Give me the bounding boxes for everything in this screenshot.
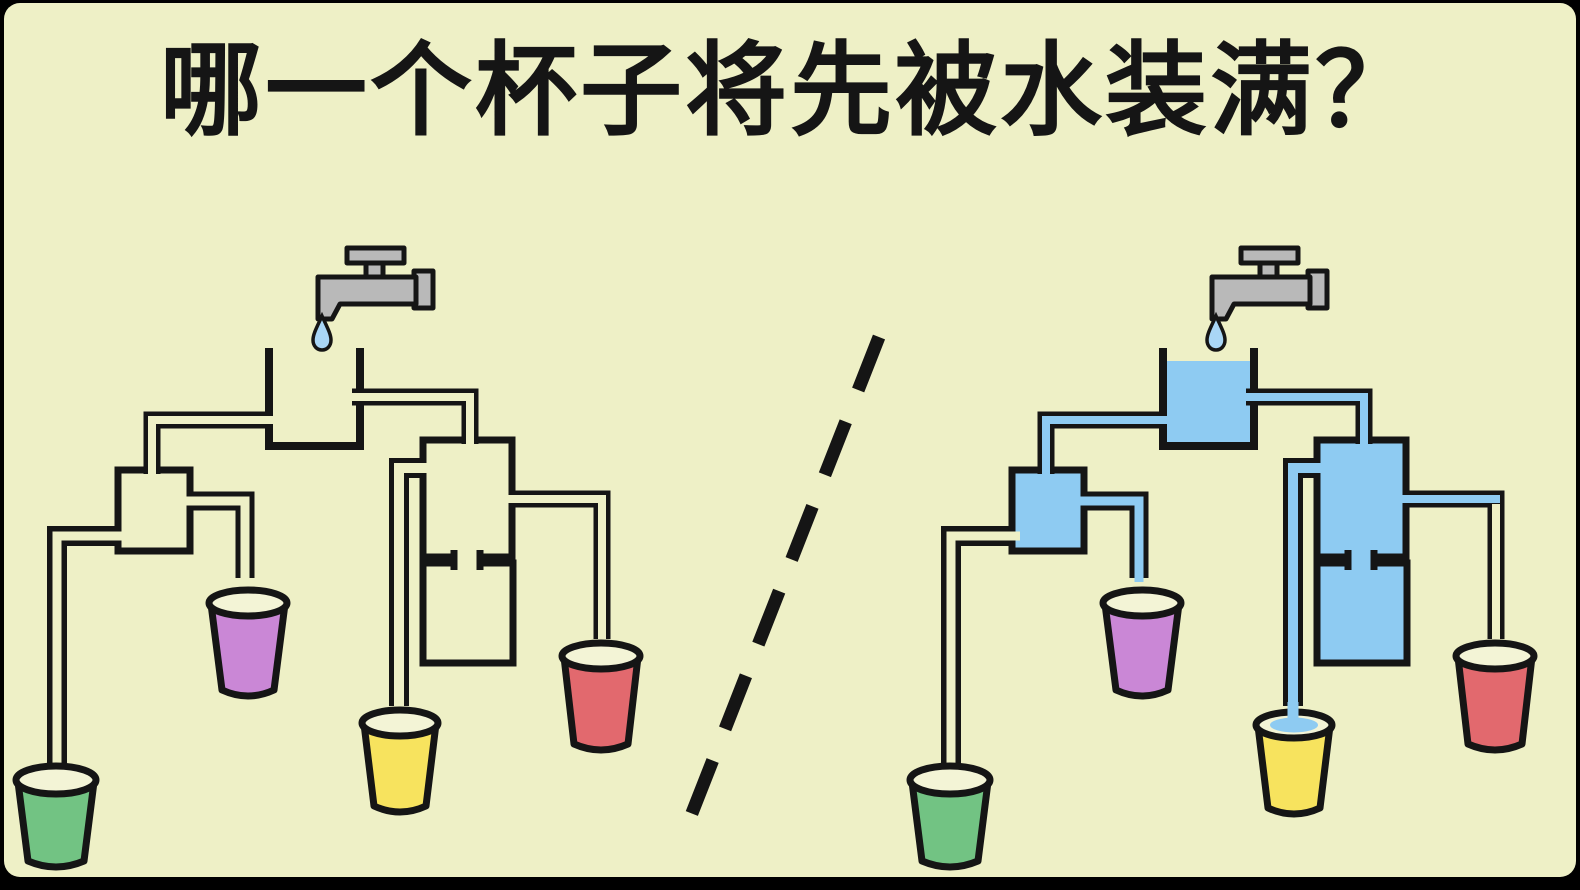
right-cup-purple (1099, 586, 1185, 700)
left-cup-purple (205, 586, 291, 700)
right-cup-red (1452, 639, 1538, 754)
right-container-water (1167, 361, 1250, 442)
left-faucet-icon (315, 245, 436, 322)
water-in-pipe (1288, 463, 1324, 710)
right-pipe-network (906, 245, 1538, 871)
right-cup-yellow (1252, 702, 1336, 818)
right-water-drop-icon (1205, 311, 1227, 352)
right-junction-box (1008, 466, 1088, 555)
dashed-divider (676, 334, 886, 839)
left-cup-green (12, 762, 100, 871)
left-pipe-network (12, 245, 644, 871)
left-junction-box (114, 466, 194, 555)
left-cup-yellow (358, 706, 442, 816)
left-lower-tank (419, 559, 517, 667)
water-in-pipe (1244, 393, 1368, 449)
water-in-pipe (1042, 416, 1171, 479)
right-lower-tank (1313, 559, 1411, 667)
water-in-pipe (1078, 496, 1144, 582)
left-water-drop-icon (311, 311, 333, 352)
left-cup-red (558, 639, 644, 754)
water-stream (1287, 702, 1299, 727)
right-faucet-icon (1209, 245, 1330, 322)
left-upper-tank (419, 436, 516, 561)
right-upper-tank (1313, 436, 1410, 561)
left-container (265, 348, 364, 450)
puzzle-question: 哪一个杯子将先被水装满？ (160, 32, 1420, 151)
right-cup-green (906, 762, 994, 871)
